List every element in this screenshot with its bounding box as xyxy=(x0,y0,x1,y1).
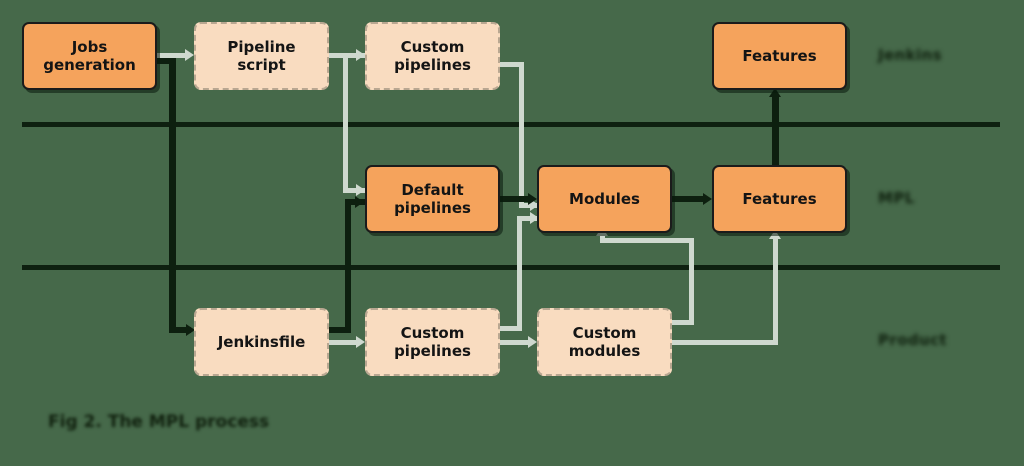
arrowhead-custom-pipelines-bot-to-custom-modules xyxy=(528,336,537,348)
node-modules[interactable]: Modules xyxy=(537,165,672,233)
edge-custom-pipelines-bot-up-stub xyxy=(500,326,522,331)
edge-custom-pipelines-top-right-stub xyxy=(500,62,524,67)
edge-custom-modules-to-features-horizontal xyxy=(672,340,778,345)
arrowhead-default-to-modules xyxy=(528,193,537,205)
edge-features-middle-to-features-top-vertical xyxy=(772,96,779,168)
edge-custom-modules-to-modules-riser xyxy=(600,233,605,243)
arrowhead-jobs-to-jenkinsfile xyxy=(186,324,195,336)
arrowhead-custom-pipelines-top-to-default xyxy=(356,184,365,196)
arrowhead-custom-modules-to-features-middle xyxy=(769,230,781,239)
edge-default-to-modules xyxy=(500,196,532,202)
arrowhead-custom-pipelines-bot-to-modules xyxy=(530,212,539,224)
edge-jobs-stub-right xyxy=(157,58,175,64)
lane-separator-top xyxy=(22,122,1000,127)
lane-label-mpl: MPL xyxy=(878,189,915,207)
arrowhead-jobs-to-pipeline-script xyxy=(185,49,194,61)
lane-label-jenkins: Jenkins xyxy=(878,46,942,64)
arrowhead-jenkinsfile-to-default xyxy=(355,196,364,208)
edge-jenkinsfile-to-default-vertical xyxy=(345,199,351,333)
edge-jenkinsfile-to-custom-pipelines-bot xyxy=(329,340,359,345)
arrowhead-modules-to-features-middle xyxy=(703,193,712,205)
figure-caption: Fig 2. The MPL process xyxy=(48,412,270,432)
edge-custom-modules-right-stub xyxy=(672,320,694,325)
edge-custom-modules-to-modules-horizontal xyxy=(600,238,694,243)
arrowhead-jenkinsfile-to-custom-pipelines-bot xyxy=(356,336,365,348)
edge-custom-modules-to-modules-vertical xyxy=(689,238,694,325)
edge-custom-pipelines-top-to-modules-vertical xyxy=(519,62,524,207)
edge-jobs-to-pipeline-script xyxy=(157,53,187,58)
node-label-modules: Modules xyxy=(569,190,640,208)
edge-jobs-to-jenkinsfile-horizontal xyxy=(169,327,191,333)
edge-custom-pipelines-top-to-default-horizontal xyxy=(343,188,365,193)
edge-modules-to-features-middle xyxy=(672,196,706,202)
edge-custom-pipelines-bot-to-modules-vertical xyxy=(517,216,522,331)
edge-jenkinsfile-right-stub xyxy=(329,327,351,333)
node-label-features-top: Features xyxy=(742,47,817,65)
lane-label-product: Product xyxy=(878,331,947,349)
node-features-middle[interactable]: Features xyxy=(712,165,847,233)
edge-custom-pipelines-bot-to-custom-modules xyxy=(500,340,530,345)
node-features-top[interactable]: Features xyxy=(712,22,847,90)
edge-custom-pipelines-top-to-default-vertical xyxy=(343,53,348,193)
edge-custom-pipelines-top-left-stub xyxy=(343,53,367,58)
edge-jobs-to-jenkinsfile-vertical xyxy=(169,58,176,333)
node-jenkinsfile[interactable]: Jenkinsfile xyxy=(194,308,329,376)
node-label-features-middle: Features xyxy=(742,190,817,208)
edge-custom-pipelines-top-to-modules-horizontal xyxy=(519,203,539,208)
arrowhead-features-middle-to-features-top xyxy=(769,88,781,97)
edge-custom-pipelines-bot-to-modules-horizontal xyxy=(517,216,539,221)
node-label-jenkinsfile: Jenkinsfile xyxy=(217,333,306,351)
arrowhead-custom-pipelines-top-to-modules xyxy=(530,199,539,211)
edge-custom-modules-to-features-vertical xyxy=(773,238,778,345)
lane-separator-bottom xyxy=(22,265,1000,270)
